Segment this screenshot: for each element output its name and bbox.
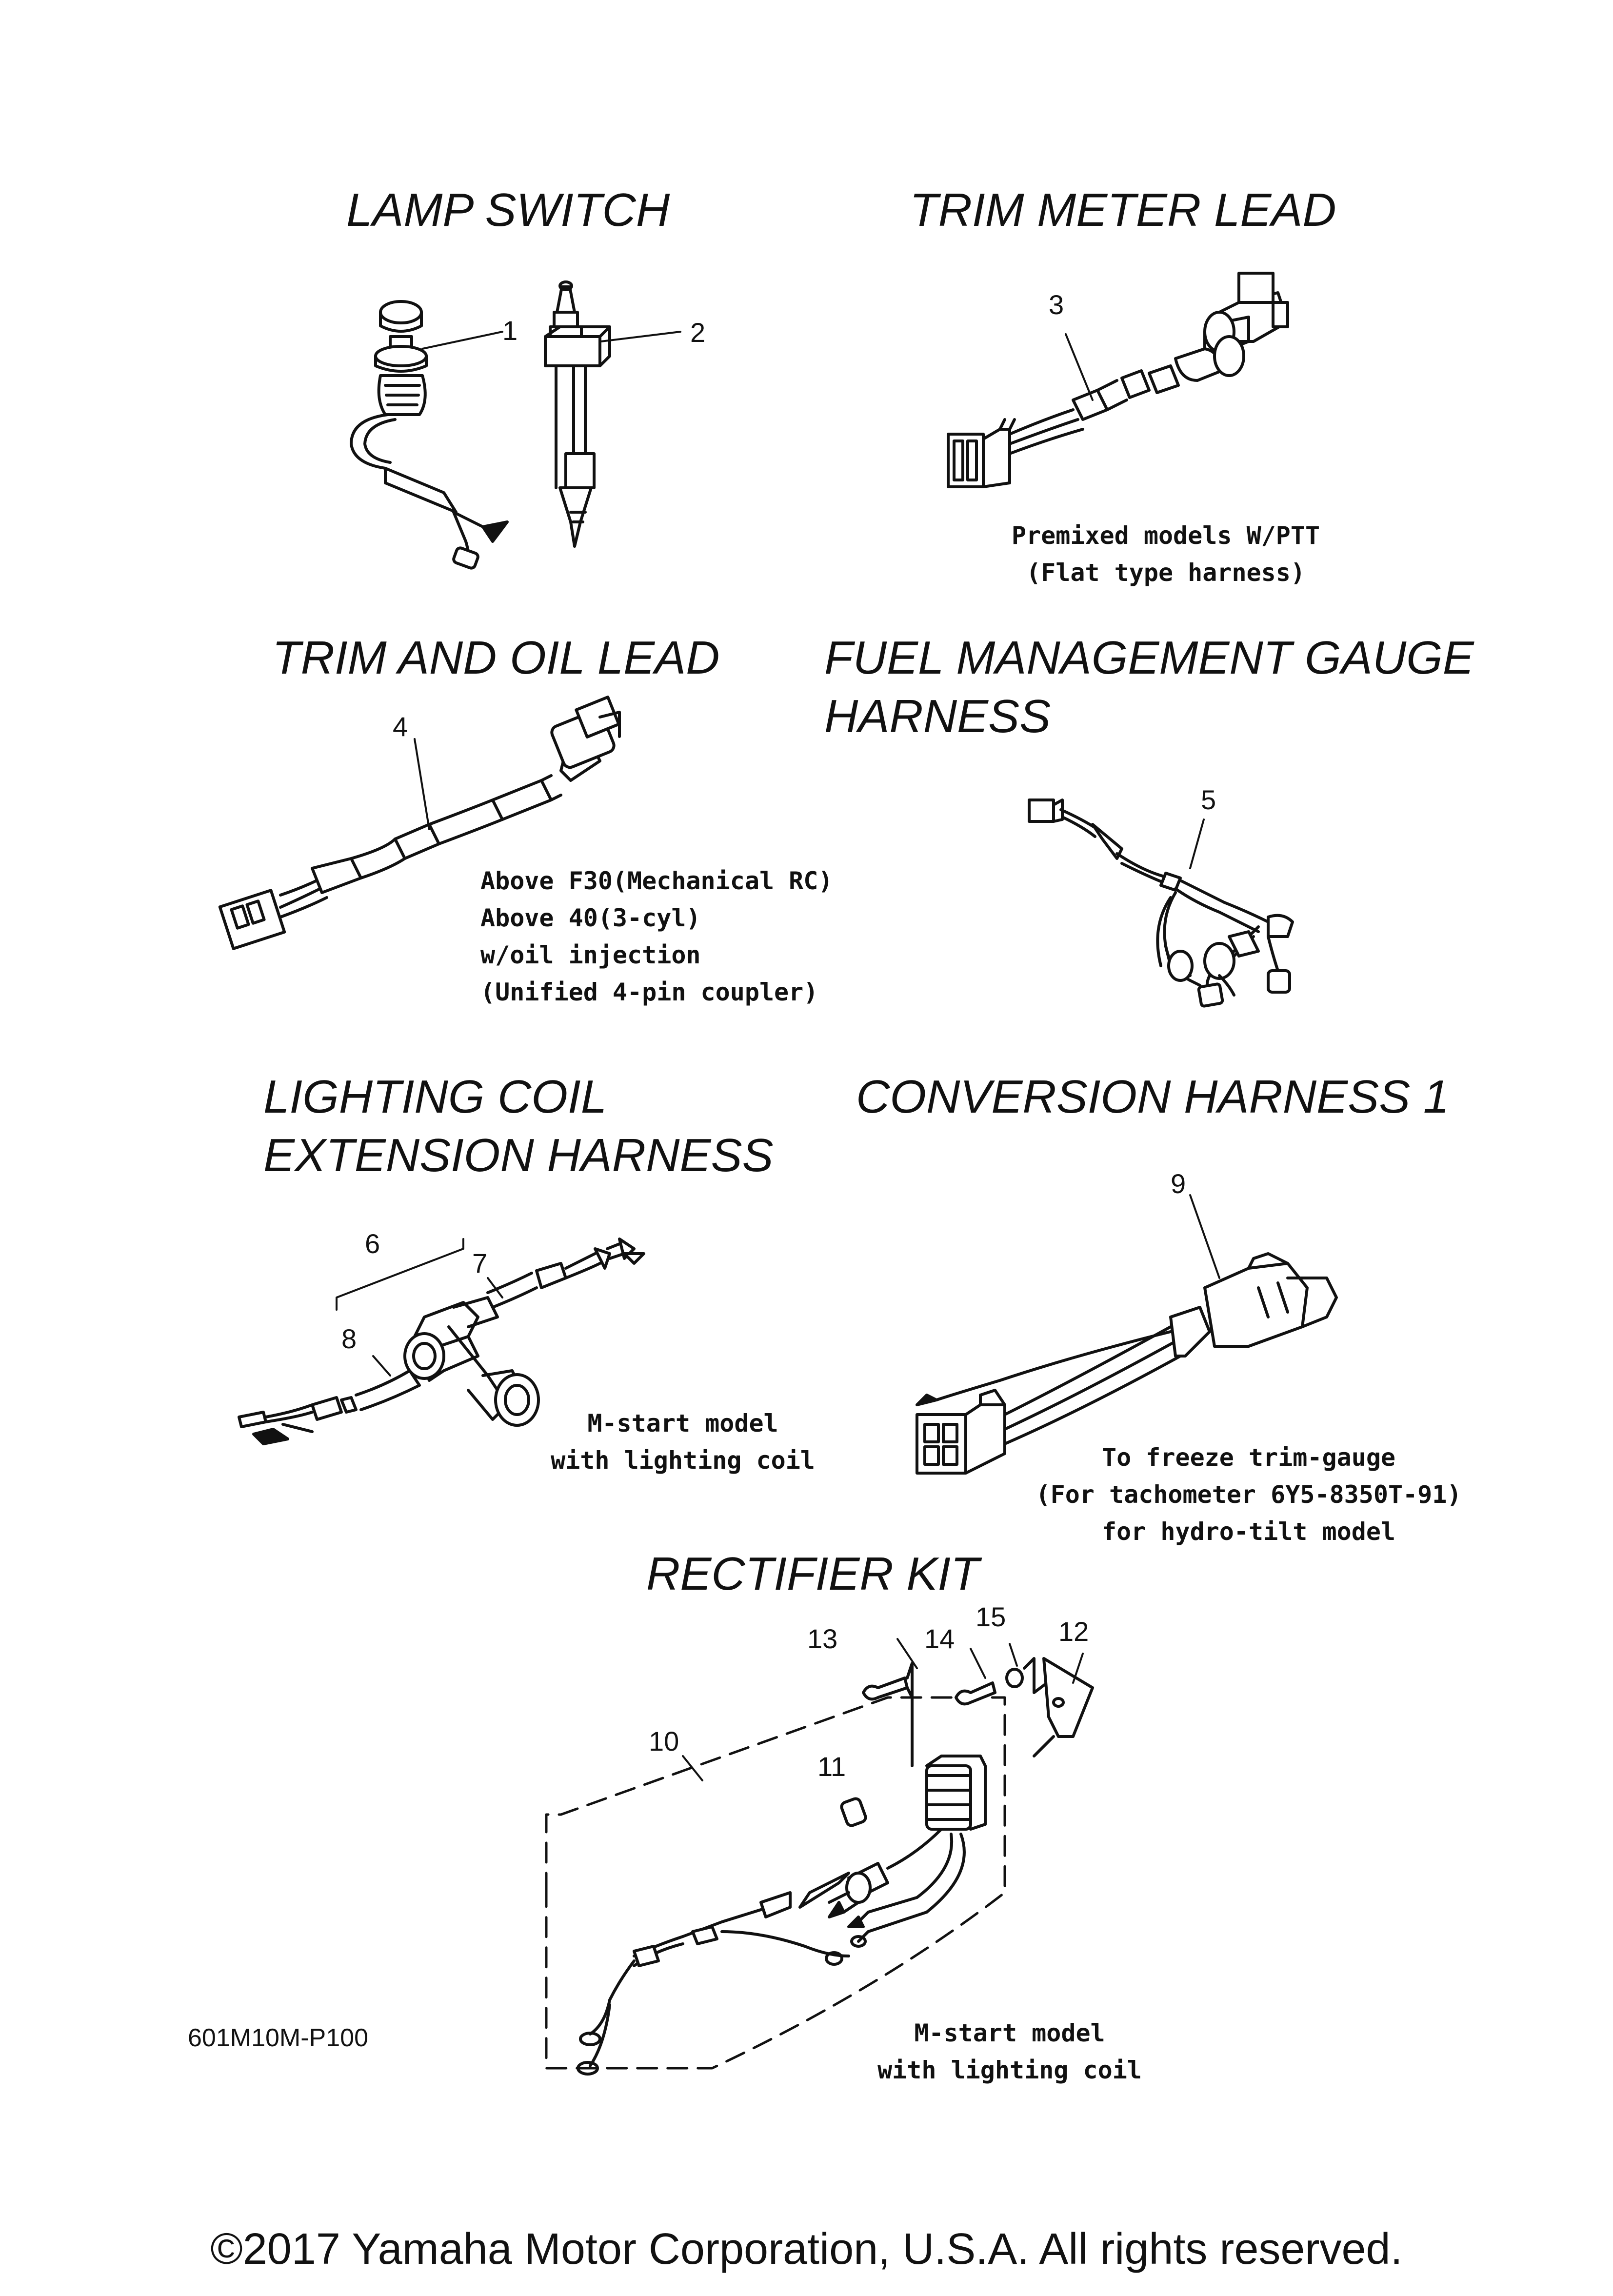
note-line: Premixed models W/PTT (1011, 521, 1320, 550)
callout-11: 11 (817, 1751, 846, 1782)
callout-5: 5 (1201, 784, 1216, 815)
note-line: w/oil injection (480, 941, 701, 969)
callout-8: 8 (341, 1323, 357, 1354)
note-line: (For tachometer 6Y5-8350T-91) (1036, 1480, 1462, 1509)
copyright-notice: ©2017 Yamaha Motor Corporation, U.S.A. A… (210, 2225, 1403, 2274)
conversion-harness-title: CONVERSION HARNESS 1 (856, 1071, 1450, 1123)
drawing-code: 601M10M-P100 (188, 2024, 368, 2052)
lighting-coil-harness-title-line-1: LIGHTING COIL (263, 1071, 607, 1123)
callout-7: 7 (472, 1248, 488, 1278)
callout-3: 3 (1049, 289, 1064, 320)
callout-2: 2 (690, 317, 706, 348)
note-line: To freeze trim-gauge (1101, 1443, 1396, 1472)
fuel-gauge-harness-part-5 (1028, 799, 1294, 1008)
conversion-harness-note: To freeze trim-gauge (For tachometer 6Y5… (1005, 1439, 1493, 1550)
note-line: (Unified 4-pin coupler) (480, 978, 818, 1006)
callout-1: 1 (502, 315, 518, 346)
note-line: M-start model (914, 2019, 1105, 2047)
callout-14: 14 (924, 1623, 955, 1654)
callout-13: 13 (807, 1623, 838, 1654)
note-line: with lighting coil (551, 1446, 815, 1475)
callout-9: 9 (1171, 1168, 1186, 1199)
lighting-coil-harness-parts-6-7-8 (238, 1238, 645, 1445)
fuel-gauge-harness-title-line-2: HARNESS (824, 690, 1051, 742)
note-line: Above F30(Mechanical RC) (480, 867, 833, 895)
callout-15: 15 (976, 1601, 1006, 1632)
trim-meter-lead-note: Premixed models W/PTT (Flat type harness… (927, 517, 1405, 591)
callout-12: 12 (1058, 1616, 1089, 1647)
note-line: for hydro-tilt model (1101, 1517, 1396, 1546)
lamp-push-switch-part-1 (350, 300, 509, 570)
rectifier-kit-title: RECTIFIER KIT (646, 1548, 979, 1600)
trim-and-oil-lead-note: Above F30(Mechanical RC) Above 40(3-cyl)… (480, 862, 833, 1011)
trim-meter-lead-part-3 (947, 272, 1289, 488)
callout-6: 6 (365, 1228, 380, 1259)
lighting-coil-harness-title-line-2: EXTENSION HARNESS (263, 1129, 774, 1181)
conversion-harness-part-9 (916, 1194, 1338, 1475)
rectifier-kit-note: M-start model with lighting coil (868, 2015, 1151, 2089)
note-line: Above 40(3-cyl) (480, 904, 701, 932)
lamp-switch-title: LAMP SWITCH (346, 184, 670, 236)
trim-and-oil-lead-part-4 (218, 696, 621, 950)
note-line: M-start model (587, 1409, 778, 1437)
lighting-coil-harness-note: M-start model with lighting coil (541, 1405, 824, 1479)
note-line: (Flat type harness) (1026, 559, 1305, 587)
lamp-toggle-switch-part-2 (544, 280, 681, 548)
trim-and-oil-lead-title: TRIM AND OIL LEAD (272, 632, 720, 684)
rectifier-kit-parts-10-15 (545, 1638, 1094, 2076)
fuel-gauge-harness-title-line-1: FUEL MANAGEMENT GAUGE (824, 632, 1474, 684)
trim-meter-lead-title: TRIM METER LEAD (910, 184, 1336, 236)
note-line: with lighting coil (877, 2056, 1142, 2084)
callout-4: 4 (393, 711, 408, 742)
callout-10: 10 (649, 1726, 679, 1757)
